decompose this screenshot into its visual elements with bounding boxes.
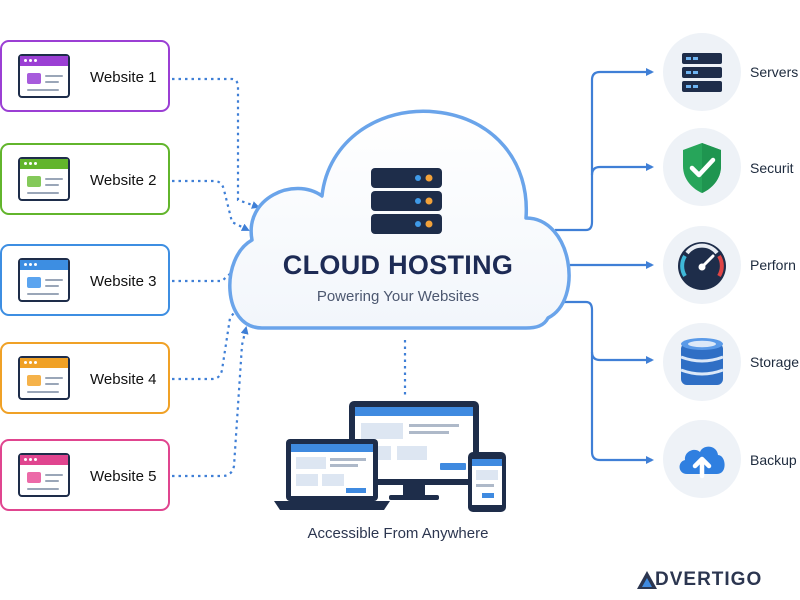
- cloud-subtitle: Powering Your Websites: [316, 288, 480, 305]
- website-label: Website 1: [90, 69, 157, 86]
- website-label: Website 3: [90, 273, 157, 290]
- cloud-upload-icon: [679, 446, 725, 479]
- connector-website-4: [172, 303, 242, 381]
- browser-window-icon: [18, 54, 70, 98]
- triangle-a-icon: [637, 571, 657, 589]
- browser-window-icon: [18, 356, 70, 400]
- connector-servers: [555, 68, 654, 232]
- website-card-1: Website 1: [0, 40, 170, 112]
- connector-website-1: [172, 77, 260, 209]
- website-card-5: Website 5: [0, 439, 170, 511]
- website-label: Website 4: [90, 371, 157, 388]
- browser-window-icon: [18, 157, 70, 201]
- connector-storage: [590, 351, 654, 364]
- cloud-title: CLOUD HOSTING: [282, 250, 514, 280]
- service-label-storage: Storage: [750, 354, 800, 370]
- website-card-3: Website 3: [0, 244, 170, 316]
- service-backup: [663, 420, 741, 498]
- shield-check-icon: [683, 143, 721, 193]
- server-icon: [682, 53, 722, 92]
- brand-logo-text: DVERTIGO: [655, 569, 763, 590]
- connector-security: [590, 163, 654, 176]
- connector-website-5: [172, 326, 249, 478]
- service-servers: [663, 33, 741, 111]
- website-label: Website 2: [90, 172, 157, 189]
- website-card-2: Website 2: [0, 143, 170, 215]
- service-label-performance: Perforn: [750, 257, 796, 273]
- browser-window-icon: [18, 258, 70, 302]
- website-label: Website 5: [90, 468, 157, 485]
- service-storage: [663, 323, 741, 401]
- database-icon: [680, 338, 724, 385]
- service-security: [663, 128, 741, 206]
- connector-storage-backup: [560, 300, 654, 464]
- service-label-servers: Servers: [750, 64, 799, 80]
- laptop-icon: [274, 439, 390, 510]
- browser-window-icon: [18, 453, 70, 497]
- smartphone-icon: [468, 452, 506, 512]
- speedometer-icon: [678, 242, 726, 290]
- devices-caption: Accessible From Anywhere: [307, 525, 489, 542]
- service-label-security: Securit: [750, 160, 794, 176]
- service-performance: [663, 226, 741, 304]
- server-stack-icon: [371, 168, 442, 234]
- website-card-4: Website 4: [0, 342, 170, 414]
- service-label-backup: Backup: [750, 452, 797, 468]
